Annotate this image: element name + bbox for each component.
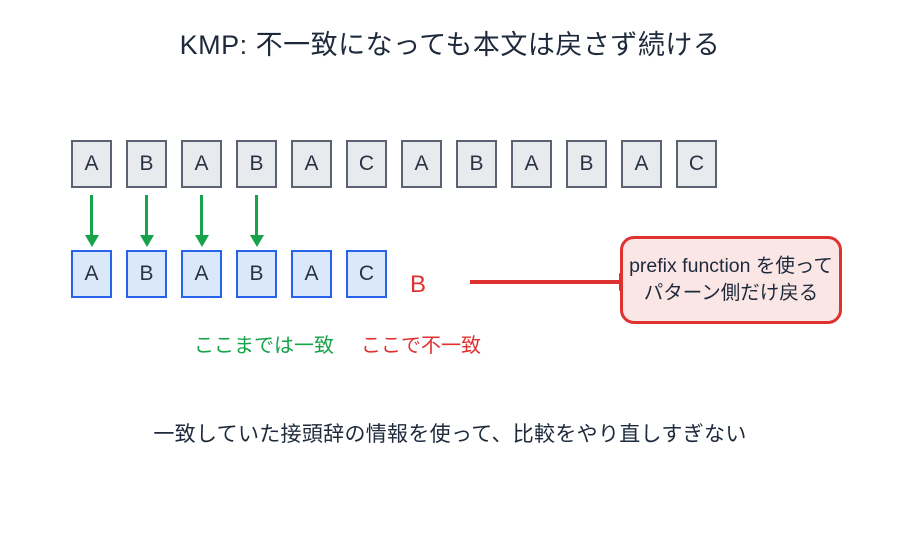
down-arrow-shaft xyxy=(200,195,203,236)
text-cell: C xyxy=(676,140,717,188)
callout-line-1: prefix function を使って xyxy=(629,254,833,277)
text-cell: A xyxy=(621,140,662,188)
match-arrows xyxy=(71,195,331,247)
pattern-cell: B xyxy=(236,250,277,298)
text-cell: B xyxy=(126,140,167,188)
text-cell: B xyxy=(456,140,497,188)
down-arrow-shaft xyxy=(255,195,258,236)
page-title: KMP: 不一致になっても本文は戻さず続ける xyxy=(179,30,721,60)
text-cell: B xyxy=(566,140,607,188)
matched-label: ここまでは一致 xyxy=(194,335,334,357)
pattern-cell: A xyxy=(291,250,332,298)
footer-note: 一致していた接頭辞の情報を使って、比較をやり直しすぎない xyxy=(153,423,747,446)
pattern-cell: C xyxy=(346,250,387,298)
down-arrow-head xyxy=(84,235,99,247)
down-arrow-icon xyxy=(193,195,210,247)
down-arrow-icon xyxy=(138,195,155,247)
down-arrow-head xyxy=(249,235,264,247)
pattern-cell: A xyxy=(181,250,222,298)
pattern-cell: A xyxy=(71,250,112,298)
text-cell: C xyxy=(346,140,387,188)
text-cell: A xyxy=(71,140,112,188)
text-cell: A xyxy=(291,140,332,188)
down-arrow-head xyxy=(139,235,154,247)
down-arrow-shaft xyxy=(145,195,148,236)
text-cell: A xyxy=(401,140,442,188)
down-arrow-icon xyxy=(83,195,100,247)
text-cell: B xyxy=(236,140,277,188)
down-arrow-shaft xyxy=(90,195,93,236)
callout-line-2: パターン側だけ戻る xyxy=(643,282,819,304)
right-arrow-icon xyxy=(470,272,635,292)
right-arrow-shaft xyxy=(470,280,620,284)
down-arrow-icon xyxy=(248,195,265,247)
prefix-function-callout: prefix function を使って パターン側だけ戻る xyxy=(620,236,842,324)
pattern-cell: B xyxy=(126,250,167,298)
text-cell: A xyxy=(511,140,552,188)
mismatch-char: B xyxy=(409,271,426,298)
mismatch-label: ここで不一致 xyxy=(361,335,481,357)
down-arrow-head xyxy=(194,235,209,247)
text-cell: A xyxy=(181,140,222,188)
